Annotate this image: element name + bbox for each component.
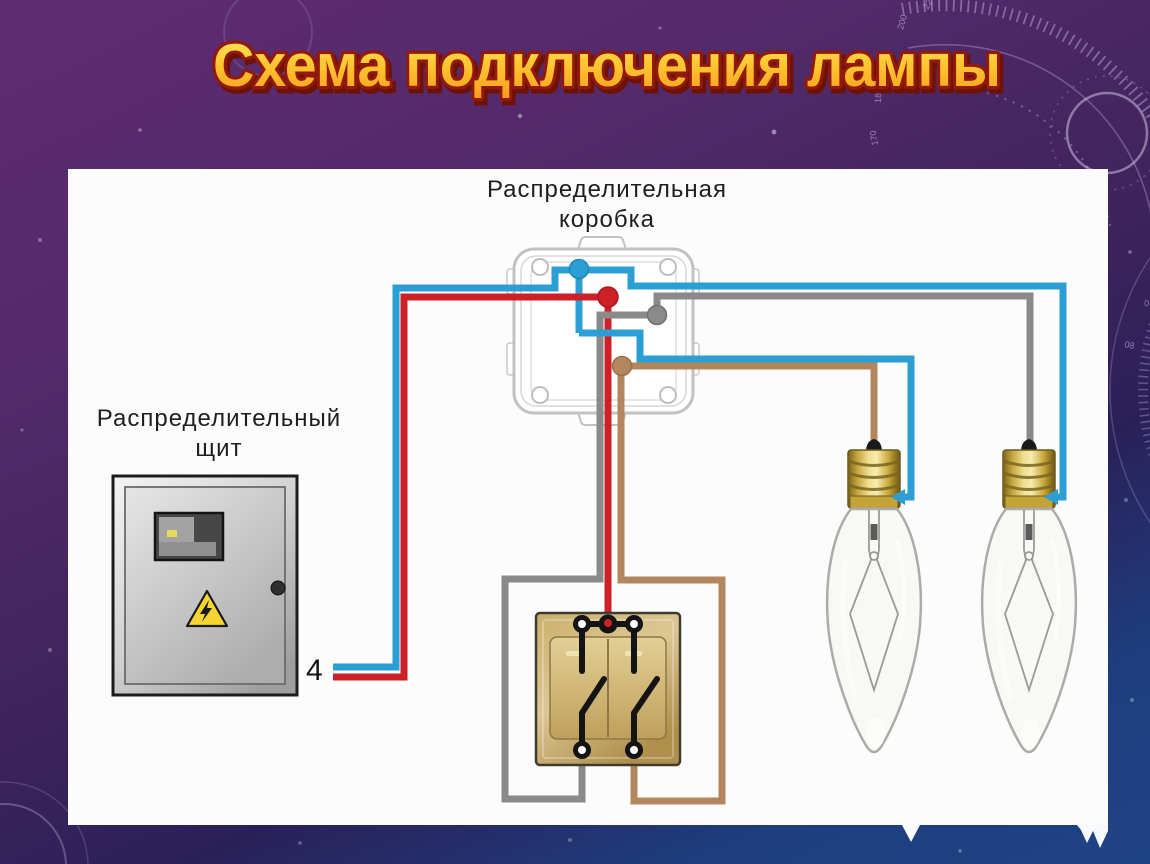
wire-blue-arrowhead [1044, 489, 1058, 505]
bulb-glass [980, 507, 1078, 754]
wire-blue-arrowhead [891, 489, 905, 505]
svg-text:08: 08 [1124, 339, 1136, 351]
cabinet-door-knob [270, 580, 286, 596]
distribution-panel-label-line2: щит [195, 435, 243, 462]
bulb-left [825, 439, 923, 754]
slide-title-text: Схема подключения лампы [213, 32, 1001, 99]
light-switch [534, 611, 682, 767]
distribution-panel-label: Распределительный щит [88, 404, 350, 464]
wire-brown [617, 362, 878, 805]
nav-back-arrow[interactable] [902, 825, 920, 842]
junction-box-label-line1: Распределительная [486, 176, 728, 203]
bulb-cap [1021, 439, 1037, 452]
bulb-right [980, 439, 1078, 754]
wire-gray [501, 292, 1034, 803]
distribution-panel-label-line1: Распределительный [96, 405, 342, 432]
svg-text:220: 220 [921, 0, 937, 11]
high-voltage-warning-icon [185, 589, 229, 628]
svg-text:0: 0 [1144, 298, 1150, 308]
wire-red [333, 293, 612, 681]
circuit-number-label: 4 [306, 654, 323, 687]
nav-forward-arrow[interactable] [1077, 825, 1108, 848]
svg-text:170: 170 [868, 130, 880, 146]
svg-text:200: 200 [895, 13, 909, 30]
cabinet-meter-window [153, 511, 225, 562]
junction-dot-red [597, 286, 619, 308]
slide-title-shadow: Схема подключения лампы [216, 36, 1004, 103]
wire-blue [333, 266, 1067, 671]
switch-indicator-left [566, 651, 583, 656]
wire-blue [579, 329, 915, 501]
svg-text:180: 180 [873, 88, 883, 103]
bulb-filament [1004, 510, 1054, 693]
distribution-cabinet [111, 474, 299, 697]
junction-dot-blue [568, 258, 590, 280]
slide-title: Схема подключения лампы Схема подключени… [210, 29, 1008, 107]
sparkle-dots [20, 26, 1134, 853]
junction-dot-brown [611, 355, 633, 377]
switch-terminals [573, 614, 643, 759]
bulb-glass [825, 507, 923, 754]
junction-box-label-line2: коробка [559, 206, 655, 233]
bulb-filament [849, 510, 899, 693]
bulb-cap [866, 439, 882, 452]
junction-dots [568, 258, 668, 377]
junction-box-screws [531, 258, 677, 404]
junction-box-label: Распределительная коробка [457, 175, 757, 235]
junction-dot-gray [646, 304, 668, 326]
